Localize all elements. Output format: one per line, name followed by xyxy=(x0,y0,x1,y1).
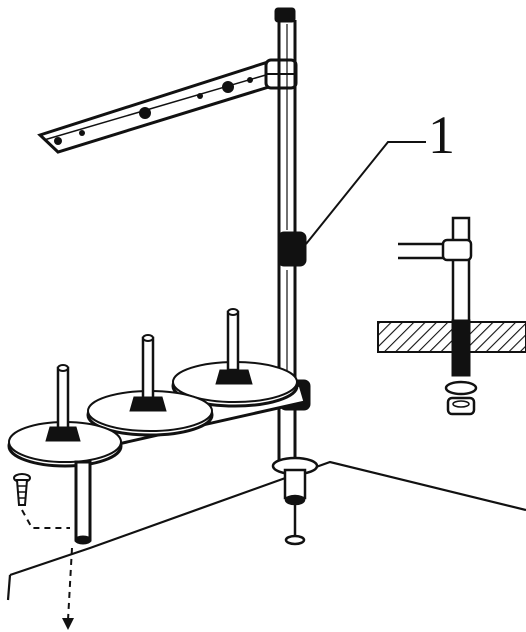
spool-holder-left xyxy=(7,364,123,468)
callout-leader-1 xyxy=(305,141,426,245)
mounting-screw xyxy=(13,473,31,506)
screw-guide-dashed xyxy=(21,509,73,621)
arrow-head xyxy=(62,618,74,630)
callout-label-1: 1 xyxy=(428,105,455,165)
spool-holder-right xyxy=(171,308,299,408)
left-support-leg xyxy=(74,460,92,545)
detail-inset xyxy=(377,216,526,416)
thread-guide-arm xyxy=(37,58,298,154)
spool-holder-middle xyxy=(86,334,214,437)
pole-base xyxy=(271,456,319,546)
table-top-outline xyxy=(6,460,526,601)
